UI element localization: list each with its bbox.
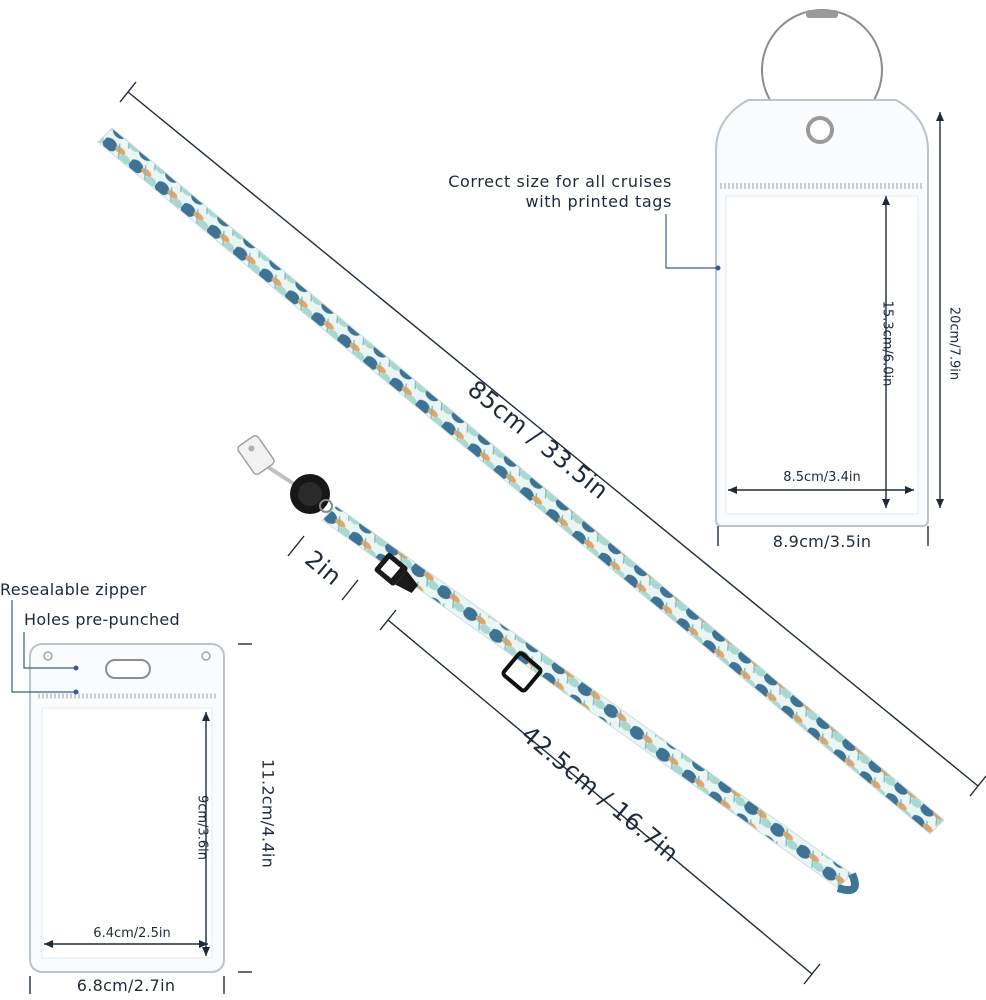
- label-tag-inner-height: 15.3cm/6.0in: [879, 300, 895, 387]
- label-tag-outer-height: 20cm/7.9in: [946, 306, 962, 381]
- dimension-lower-lanyard: [379, 609, 821, 985]
- label-badge-outer-height: 11.2cm/4.4in: [258, 758, 278, 869]
- tag-grommet: [806, 116, 834, 144]
- label-badge-holes: Holes pre-punched: [24, 610, 181, 629]
- badge-reel: [266, 465, 333, 514]
- lanyard-strap-long: [97, 127, 945, 835]
- lanyard-adjuster: [501, 651, 543, 693]
- lanyard-end-loop: [836, 872, 859, 895]
- badge-holes-callout: [23, 632, 76, 669]
- dimension-badge-outer-height: [238, 643, 252, 973]
- label-badge-inner-height: 9cm/3.6in: [194, 795, 210, 860]
- label-badge-inner-width: 6.4cm/2.5in: [93, 926, 171, 941]
- tag-callout-line: [665, 214, 718, 269]
- badge-clip: [237, 435, 275, 475]
- badge-zipper-callout: [11, 600, 76, 693]
- breakaway-buckle: [374, 552, 419, 593]
- dimension-tag-outer-width: [717, 526, 929, 546]
- tag-note-line2: with printed tags: [525, 192, 672, 211]
- label-badge-outer-width: 6.8cm/2.7in: [76, 976, 176, 995]
- tag-note: Correct size for all cruises with printe…: [420, 172, 672, 212]
- label-tag-inner-width: 8.5cm/3.4in: [783, 470, 861, 485]
- luggage-tag: [715, 9, 929, 527]
- dimension-lanyard-length: [119, 81, 986, 797]
- dimension-badge-outer-width: [29, 976, 225, 994]
- lanyard: [97, 127, 945, 895]
- tag-note-line1: Correct size for all cruises: [448, 172, 672, 191]
- label-badge-zipper: Resealable zipper: [0, 580, 147, 599]
- label-tag-outer-width: 8.9cm/3.5in: [772, 532, 872, 551]
- badge-slot: [105, 659, 151, 679]
- badge-holder: [29, 643, 225, 973]
- badge-window: [41, 707, 213, 959]
- dimension-detach-length: [287, 535, 359, 601]
